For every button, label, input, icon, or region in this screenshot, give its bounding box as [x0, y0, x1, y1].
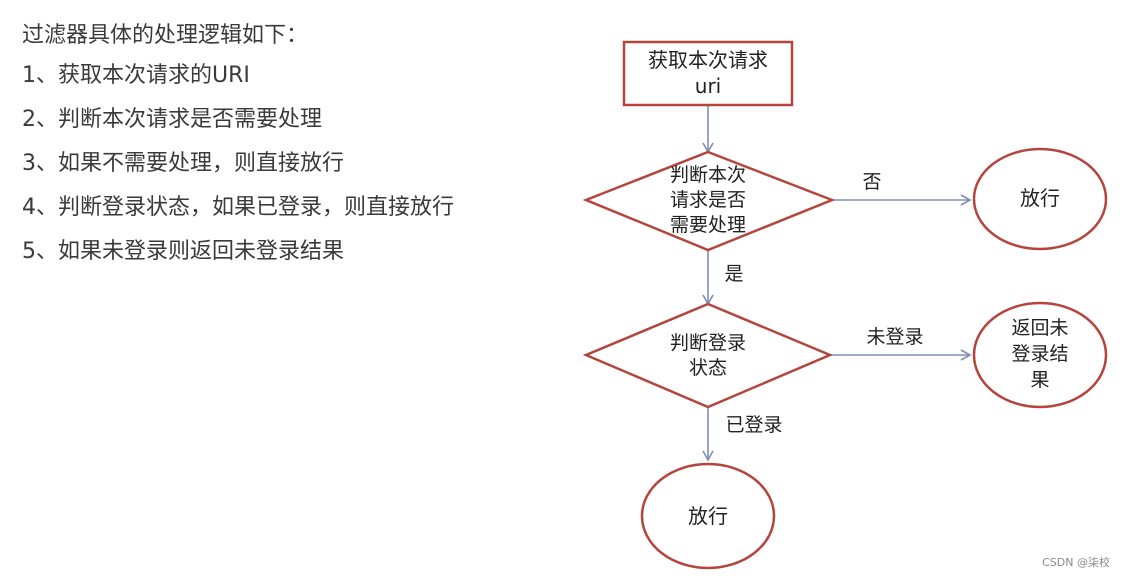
label-not-logged-in: 未登录 [866, 326, 923, 348]
step-item: 3、如果不需要处理，则直接放行 [22, 142, 542, 186]
step-item: 4、判断登录状态，如果已登录，则直接放行 [22, 186, 542, 230]
decision1-shape [582, 150, 836, 252]
start-box-shape [622, 40, 794, 107]
logic-description: 过滤器具体的处理逻辑如下： 1、获取本次请求的URI 2、判断本次请求是否需要处… [22, 18, 542, 274]
decision1-line2: 请求是否 [670, 189, 746, 211]
release-node-top: 放行 [972, 147, 1108, 251]
step-number: 4、 [22, 195, 58, 220]
step-text: 判断登录状态，如果已登录，则直接放行 [58, 195, 455, 220]
release1-label: 放行 [1020, 186, 1060, 210]
release-node-bottom: 放行 [640, 462, 776, 570]
start-box: 获取本次请求 uri [622, 40, 794, 107]
start-box-line1: 获取本次请求 [648, 48, 768, 72]
step-item: 5、如果未登录则返回未登录结果 [22, 230, 542, 274]
step-text: 如果不需要处理，则直接放行 [58, 151, 345, 176]
release2-shape [640, 462, 776, 570]
return-result-node: 返回未 登录结 果 [972, 301, 1108, 409]
label-logged-in: 已登录 [725, 414, 782, 436]
return-result-line1: 返回未 [1011, 317, 1068, 339]
decision1-line1: 判断本次 [670, 164, 746, 186]
decision1-line3: 需要处理 [670, 214, 746, 236]
step-number: 5、 [22, 239, 58, 264]
watermark: CSDN @柒校 [1042, 556, 1110, 569]
decision2-line1: 判断登录 [670, 332, 746, 354]
return-result-shape [972, 301, 1108, 409]
label-no: 否 [862, 171, 881, 193]
step-item: 2、判断本次请求是否需要处理 [22, 98, 542, 142]
decision-login-status: 判断登录 状态 [582, 302, 834, 409]
return-result-line2: 登录结 [1011, 343, 1068, 365]
step-text: 判断本次请求是否需要处理 [58, 107, 323, 132]
step-number: 2、 [22, 107, 58, 132]
decision2-line2: 状态 [689, 357, 727, 379]
decision2-shape [582, 302, 834, 409]
start-box-line2: uri [695, 74, 721, 98]
steps-list: 1、获取本次请求的URI 2、判断本次请求是否需要处理 3、如果不需要处理，则直… [22, 54, 542, 274]
label-yes: 是 [724, 263, 743, 285]
step-text: 获取本次请求的URI [58, 63, 250, 88]
step-number: 3、 [22, 151, 58, 176]
step-item: 1、获取本次请求的URI [22, 54, 542, 98]
description-intro: 过滤器具体的处理逻辑如下： [22, 23, 309, 48]
release1-shape [972, 147, 1108, 251]
return-result-line3: 果 [1030, 369, 1049, 391]
step-number: 1、 [22, 63, 58, 88]
step-text: 如果未登录则返回未登录结果 [58, 239, 345, 264]
decision-needs-processing: 判断本次 请求是否 需要处理 [582, 150, 836, 252]
release2-label: 放行 [688, 504, 728, 528]
